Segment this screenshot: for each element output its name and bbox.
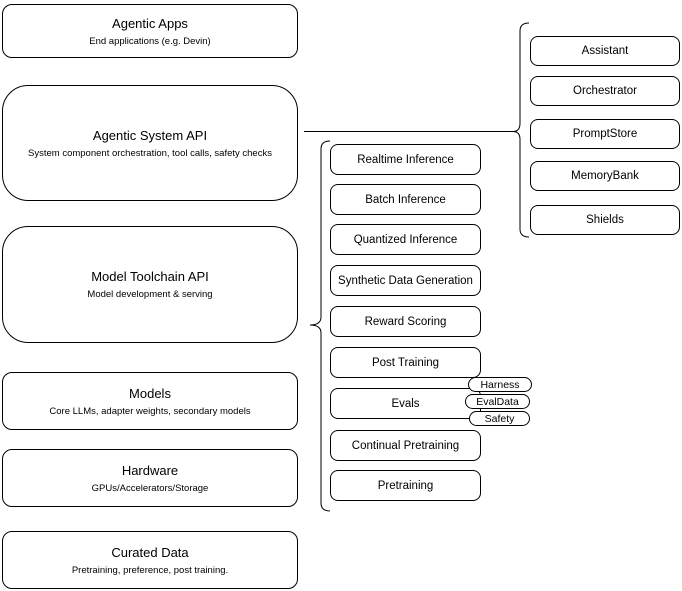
toolchain-item-label: Quantized Inference — [353, 233, 458, 246]
layer-curated-data: Curated Data Pretraining, preference, po… — [2, 531, 298, 589]
layer-title: Curated Data — [111, 544, 189, 560]
layer-subtitle: Core LLMs, adapter weights, secondary mo… — [49, 405, 251, 417]
layer-subtitle: Model development & serving — [87, 289, 213, 300]
toolchain-item-label: Reward Scoring — [364, 315, 447, 328]
layer-subtitle: End applications (e.g. Devin) — [89, 35, 211, 47]
component-label: Assistant — [581, 45, 629, 57]
component-shields: Shields — [530, 205, 680, 235]
toolchain-item-label: Continual Pretraining — [351, 439, 460, 452]
component-orchestrator: Orchestrator — [530, 76, 680, 106]
toolchain-item-label: Post Training — [371, 356, 440, 369]
toolchain-item-pretraining: Pretraining — [330, 470, 481, 501]
component-promptstore: PromptStore — [530, 119, 680, 149]
evals-tag-harness: Harness — [468, 377, 532, 392]
layer-title: Model Toolchain API — [91, 269, 209, 284]
layer-agentic-apps: Agentic Apps End applications (e.g. Devi… — [2, 4, 298, 58]
evals-tag-label: Safety — [484, 412, 515, 425]
toolchain-group-brace — [309, 140, 331, 512]
component-label: PromptStore — [572, 128, 638, 140]
layer-agentic-system-api: Agentic System API System component orch… — [2, 85, 298, 201]
layer-title: Models — [129, 385, 171, 401]
component-label: Orchestrator — [573, 85, 637, 97]
system-components-group-brace — [512, 22, 530, 238]
layer-subtitle: System component orchestration, tool cal… — [28, 147, 272, 159]
component-assistant: Assistant — [530, 36, 680, 66]
toolchain-item-label: Synthetic Data Generation — [338, 274, 473, 287]
layer-models: Models Core LLMs, adapter weights, secon… — [2, 372, 298, 430]
component-label: MemoryBank — [571, 170, 639, 182]
layer-title: Hardware — [121, 462, 179, 478]
toolchain-item-continual-pretraining: Continual Pretraining — [330, 430, 481, 461]
evals-tag-safety: Safety — [469, 411, 530, 426]
toolchain-item-reward-scoring: Reward Scoring — [330, 306, 481, 337]
toolchain-item-realtime-inference: Realtime Inference — [330, 144, 481, 175]
layer-title: Agentic System API — [92, 127, 208, 143]
layer-model-toolchain-api: Model Toolchain API Model development & … — [2, 226, 298, 343]
toolchain-item-post-training: Post Training — [330, 347, 481, 378]
layer-subtitle: GPUs/Accelerators/Storage — [91, 482, 209, 494]
layer-hardware: Hardware GPUs/Accelerators/Storage — [2, 449, 298, 507]
evals-tag-label: Harness — [480, 378, 520, 391]
layer-subtitle: Pretraining, preference, post training. — [71, 564, 229, 576]
toolchain-item-label: Realtime Inference — [357, 153, 454, 166]
toolchain-item-label: Batch Inference — [365, 193, 446, 206]
toolchain-item-label: Evals — [391, 397, 420, 410]
component-label: Shields — [586, 214, 624, 226]
component-memorybank: MemoryBank — [530, 161, 680, 191]
layer-title: Agentic Apps — [112, 15, 188, 31]
toolchain-item-quantized-inference: Quantized Inference — [330, 224, 481, 255]
toolchain-item-label: Pretraining — [377, 479, 434, 492]
evals-tag-evaldata: EvalData — [465, 394, 530, 409]
evals-tag-label: EvalData — [476, 395, 519, 408]
toolchain-item-evals: Evals — [330, 388, 481, 419]
toolchain-item-batch-inference: Batch Inference — [330, 184, 481, 215]
toolchain-item-synthetic-data-generation: Synthetic Data Generation — [330, 265, 481, 296]
